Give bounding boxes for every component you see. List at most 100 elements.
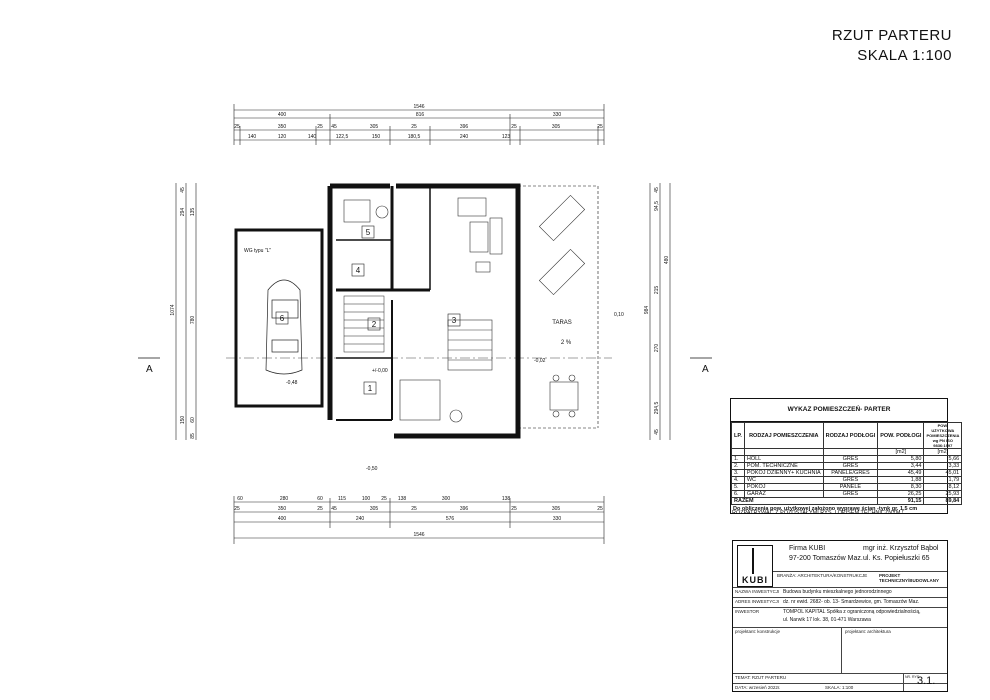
dim-top-r3-0: 25	[234, 124, 240, 130]
dim-bot-r1-7: 300	[442, 496, 451, 502]
living-furniture	[343, 197, 503, 423]
cell-area: 3,44	[877, 462, 925, 470]
dim-left-2: 294	[180, 208, 186, 217]
room-schedule-table: WYKAZ POMIESZCZEŃ- PARTER LP. RODZAJ POM…	[730, 398, 963, 514]
cell-lp: 5.	[731, 483, 745, 491]
table-row: 4. WC GRES 1,88 1,79	[731, 476, 963, 484]
room-table-units: [m2] [m2]	[731, 448, 963, 456]
dim-bot-r1-2: 60	[317, 496, 323, 502]
dim-bot-r2-5: 25	[411, 506, 417, 512]
room-4-label: 4	[356, 266, 361, 275]
bottom-dimension-lines	[233, 496, 605, 544]
dim-bot-r1-5: 25	[381, 496, 387, 502]
room-5-label: 5	[366, 228, 371, 237]
room-table-caption: WYKAZ POMIESZCZEŃ- PARTER	[731, 399, 947, 422]
cell-usable: 8,12	[923, 483, 963, 491]
dim-bot-r2-3: 45	[331, 506, 337, 512]
level-048: -0,48	[286, 380, 298, 386]
dim-top-r4-6: 240	[460, 134, 469, 140]
dim-right-3: 984	[644, 306, 650, 315]
investor-line1: TOMPOL KAPITAL Spółka z ograniczoną odpo…	[783, 609, 921, 615]
header-floor: RODZAJ PODŁOGI	[822, 422, 879, 449]
investor-line2: ul. Narwik 17 lok. 38, 01-471 Warszawa	[783, 617, 871, 623]
dim-left-6: 60	[190, 417, 196, 423]
cell-lp: 6.	[731, 490, 745, 498]
wg-label: WG typu "L"	[244, 248, 271, 254]
cell-room: POKÓJ DZIENNY+ KUCHNIA	[743, 469, 824, 477]
car-outline	[265, 279, 303, 375]
dim-bot-r1-4: 100	[362, 496, 371, 502]
investment-address: dz. nr ewid. 2682- ob. 13- Smardzewice, …	[783, 599, 920, 605]
dim-right-4: 215	[654, 286, 660, 295]
cell-area: 1,88	[877, 476, 925, 484]
cell-lp: 4.	[731, 476, 745, 484]
dim-right-7: 45	[654, 429, 660, 435]
cell-room: POKÓJ	[743, 483, 824, 491]
dim-top-r4-2: 140	[308, 134, 317, 140]
side-dimension-lines	[175, 183, 671, 440]
dim-bot-r1-0: 60	[237, 496, 243, 502]
cell-area: 45,49	[877, 469, 925, 477]
level-010: 0,10	[614, 312, 624, 318]
cell-floor: GRES	[822, 476, 879, 484]
dim-bot-r1-6: 138	[398, 496, 407, 502]
dim-top-r3-1: 350	[278, 124, 287, 130]
dim-top-r2-1: 816	[416, 112, 425, 118]
designer-arch-label: projektant: architektura	[845, 629, 891, 634]
stamp-note: ROZPATRYWAĆ Z POZOSTAŁYMI RYS. I OPISEM …	[732, 510, 904, 516]
sheet-scale: SKALA 1:100	[857, 47, 952, 64]
dim-top-r4-3: 122,5	[336, 134, 349, 140]
terrace-label: TARAS	[552, 320, 572, 326]
dim-top-r4-0: 140	[248, 134, 257, 140]
cell-usable: 1,79	[923, 476, 963, 484]
total-floor: 91,15	[877, 497, 925, 505]
header-area: POW. PODŁOGI	[877, 422, 925, 449]
slope-label: 2 %	[561, 340, 572, 346]
cell-room: POM. TECHNICZNE	[743, 462, 824, 470]
scale-label: SKALA: 1:100	[825, 685, 854, 690]
dim-bot-r2-9: 25	[597, 506, 603, 512]
header-usable: POW. UŻYTKOWA POMIESZCZENIA wg PN ISO 98…	[923, 422, 963, 449]
dim-bot-r2-4: 305	[370, 506, 379, 512]
dim-bot-r2-7: 25	[511, 506, 517, 512]
investment-name-label: NAZWA INWESTYCJI	[735, 589, 780, 594]
dim-bot-r2-6: 396	[460, 506, 469, 512]
dim-right-0: 45	[654, 187, 660, 193]
dim-bot-overall: 1546	[413, 532, 424, 538]
room-table-header: LP. RODZAJ POMIESZCZENIA RODZAJ PODŁOGI …	[731, 422, 963, 449]
table-row: 1. HOLL GRES 5,80 5,66	[731, 455, 963, 463]
sheet-title-block: RZUT PARTERU SKALA 1:100	[832, 26, 952, 66]
room-labels: 5 4 2 3 1 6 TARAS 2 % WG typu "L" +/-0,0…	[244, 225, 624, 472]
dim-top-r3-3: 45	[331, 124, 337, 130]
dim-bot-r1-8: 138	[502, 496, 511, 502]
dim-left-7: 85	[190, 433, 196, 439]
sheet-number-label: NR. RYS.	[905, 675, 921, 679]
dim-top-r2-2: 330	[553, 112, 562, 118]
dim-top-r3-7: 25	[511, 124, 517, 130]
cell-lp: 3.	[731, 469, 745, 477]
cell-room: HOLL	[743, 455, 824, 463]
dim-bot-r1-3: 115	[338, 496, 346, 502]
firm-name: Firma KUBI	[789, 545, 826, 552]
total-usable: 89,84	[923, 497, 963, 505]
dim-top-r3-5: 25	[411, 124, 417, 130]
dim-top-r2-0: 400	[278, 112, 287, 118]
interior-walls	[336, 186, 431, 421]
table-row: 5. POKÓJ PANELE 8,30 8,12	[731, 483, 963, 491]
table-row: 6. GARAŻ GRES 26,25 25,93	[731, 490, 963, 498]
unit-usable: [m2]	[923, 448, 963, 456]
section-marker-left: A	[146, 364, 153, 375]
cell-usable: 45,01	[923, 469, 963, 477]
left-dimension-texts: 45 135 294 1074 780 150 60 85	[170, 187, 196, 439]
room-2-label: 2	[372, 320, 377, 329]
dim-right-6: 294,5	[654, 402, 660, 415]
cell-room: WC	[743, 476, 824, 484]
dim-top-r3-4: 305	[370, 124, 379, 130]
level-000: +/-0,00	[372, 368, 388, 374]
dim-top-overall: 1546	[413, 104, 424, 110]
cell-room: GARAŻ	[743, 490, 824, 498]
dim-right-2: 480	[664, 256, 670, 265]
cell-usable: 25,93	[923, 490, 963, 498]
logo-text: KUBI	[742, 575, 768, 585]
